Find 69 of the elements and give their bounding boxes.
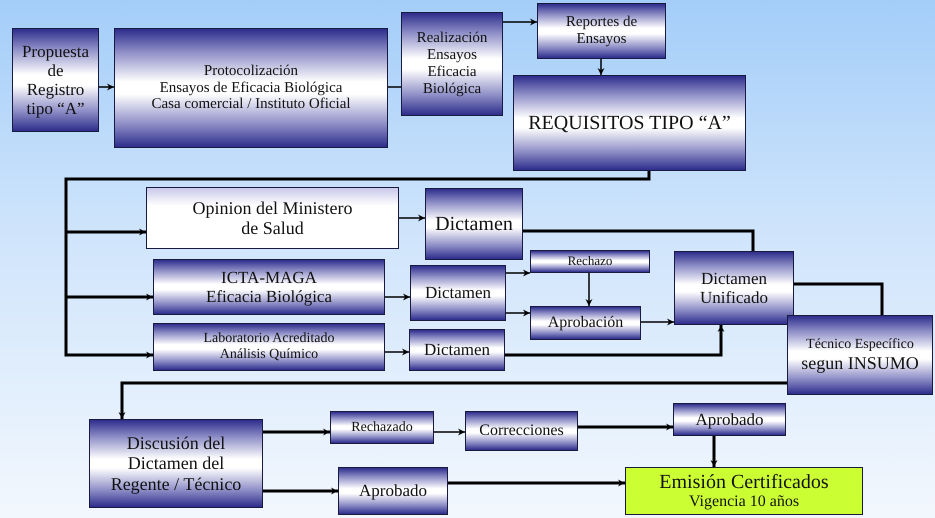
process-box — [153, 259, 385, 315]
box-label: Realización Ensayos Eficacia Biológica — [416, 30, 488, 98]
box-label: Laboratorio Acreditado — [203, 331, 334, 347]
box-label: Vigencia 10 años — [688, 493, 800, 512]
connector-line — [523, 230, 754, 251]
arrow — [506, 270, 530, 276]
process-box — [674, 251, 794, 325]
box-label: segun INSUMO — [801, 352, 919, 374]
process-box — [330, 411, 434, 444]
connector-line — [388, 86, 401, 88]
box-label: Dictamen Unificado — [699, 268, 769, 308]
arrow — [99, 84, 114, 90]
arrow — [505, 325, 724, 356]
arrow — [578, 424, 673, 430]
arrow — [263, 428, 330, 436]
result-box — [625, 467, 863, 515]
box-label: ICTA-MAGA — [221, 268, 317, 287]
arrow — [598, 59, 604, 75]
arrow — [385, 294, 410, 300]
process-box — [409, 329, 505, 371]
box-label: Eficacia Biológica — [206, 287, 332, 306]
process-box — [338, 467, 448, 515]
process-box — [425, 188, 523, 260]
process-box — [114, 28, 388, 148]
arrow — [710, 436, 718, 467]
arrow — [506, 310, 530, 316]
box-label: Aprobación — [548, 314, 624, 332]
box-label: Dictamen — [424, 340, 490, 360]
box-label: Dictamen — [424, 283, 492, 303]
arrow — [586, 273, 592, 306]
connector-line — [794, 282, 884, 315]
box-label: Técnico Específico — [806, 336, 914, 353]
box-label: Protocolización — [204, 62, 298, 80]
box-label: Casa comercial / Instituto Oficial — [151, 96, 351, 114]
box-label: Dictamen — [435, 212, 513, 236]
process-box — [410, 265, 506, 321]
process-box — [465, 411, 578, 451]
process-box — [513, 75, 746, 171]
process-box — [153, 323, 385, 371]
process-box — [89, 419, 263, 508]
box-label: Ensayos de Eficacia Biológica — [160, 80, 342, 96]
box-label: Aprobado — [359, 481, 427, 501]
arrow — [399, 214, 425, 222]
arrow — [263, 488, 338, 494]
process-box — [146, 187, 399, 249]
process-box — [530, 306, 641, 340]
box-label: Rechazado — [351, 420, 413, 436]
process-box — [673, 403, 786, 436]
arrow — [503, 18, 537, 26]
arrow — [641, 318, 674, 326]
arrow — [385, 348, 409, 356]
arrow — [448, 480, 625, 486]
process-box — [12, 28, 99, 132]
process-box — [537, 3, 666, 59]
box-label: Aprobado — [696, 410, 764, 430]
arrow — [118, 382, 787, 419]
box-label: REQUISITOS TIPO “A” — [528, 112, 731, 134]
box-label: Análisis Químico — [220, 347, 318, 363]
arrow — [434, 428, 465, 436]
box-label: Correcciones — [479, 422, 564, 440]
box-label: Reportes de Ensayos — [564, 14, 638, 48]
box-label: Propuesta de Registro tipo “A” — [20, 42, 90, 118]
process-box — [787, 315, 933, 395]
process-box — [530, 250, 650, 273]
box-label: Rechazo — [568, 254, 612, 269]
box-label: Discusión del Dictamen del Regente / Técnico — [110, 433, 242, 494]
box-label: Opinion del Ministero de Salud — [192, 198, 354, 238]
box-label: Emisión Certificados — [659, 470, 829, 494]
process-box — [401, 12, 503, 116]
